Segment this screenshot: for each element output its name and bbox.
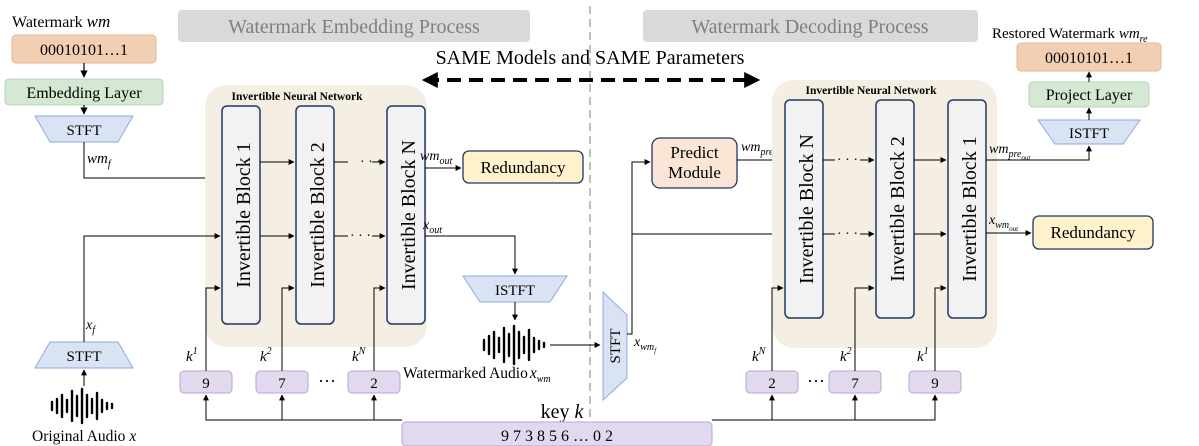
invertible-block-n-left	[386, 105, 426, 325]
path-to-predict	[627, 159, 651, 335]
wmf-path	[83, 142, 221, 181]
embedding-header-box	[178, 10, 530, 42]
project-layer-label: Project Layer	[1046, 87, 1133, 104]
key-label-left-n: kN	[352, 346, 367, 365]
invertible-block-1-right	[947, 99, 987, 319]
stft-decoder-shape	[602, 290, 628, 402]
block-1-right-label: Invertible Block 1	[959, 136, 981, 282]
key-value-right-2: 7	[851, 376, 859, 392]
wm-pre-out-path	[986, 145, 1092, 161]
key-path-right-1	[934, 285, 947, 371]
restored-watermark-label: Restored Watermark wmre	[992, 26, 1148, 45]
redundancy-box-left	[462, 150, 584, 184]
key-sequence-box	[401, 421, 713, 446]
predict-module-box	[651, 137, 738, 189]
stft-top-label: STFT	[66, 123, 101, 139]
key-sequence: 9 7 3 8 5 6 … 0 2	[501, 428, 613, 445]
key-label-left-2: k2	[260, 346, 272, 365]
restored-bits-box	[1016, 42, 1162, 72]
key-value-left-2: 7	[278, 376, 286, 392]
key-value-right-1: 9	[931, 376, 939, 392]
stft-top-shape	[34, 115, 134, 143]
redundancy-left-label: Redundancy	[481, 158, 566, 177]
x-out-label: xout	[422, 218, 442, 236]
istft-right-label: ISTFT	[1069, 126, 1109, 142]
restored-bits: 00010101…1	[1045, 50, 1133, 67]
xf-path	[83, 233, 221, 342]
key-value-left-n: 2	[370, 376, 378, 392]
invertible-block-2-left	[295, 105, 335, 325]
embedding-header: Watermark Embedding Process	[228, 16, 480, 38]
redundancy-right-label: Redundancy	[1051, 223, 1136, 242]
wm-pre-out-label: wmpreout	[989, 142, 1031, 162]
decoding-header: Watermark Decoding Process	[691, 16, 928, 38]
key-bus-right	[712, 394, 938, 421]
key-label-right-2: k2	[840, 346, 852, 365]
key-label-right-1: k1	[917, 346, 929, 365]
key-value-right-n: 2	[768, 376, 776, 392]
dots-left-bottom: · · ·	[350, 229, 371, 244]
dots-left-top: · · ·	[360, 155, 381, 170]
stft-decoder-label: STFT	[608, 328, 624, 363]
redundancy-box-right	[1032, 215, 1154, 250]
x-wm-out-label: xwmout	[988, 213, 1019, 233]
block-n-left-label: Invertible Block N	[398, 140, 420, 290]
dots-right-top: · · ·	[837, 153, 858, 168]
stft-bottom-label: STFT	[66, 349, 101, 365]
key-path-left-n	[373, 285, 386, 371]
original-audio-waveform-icon	[50, 387, 114, 425]
key-value-left-1: 9	[202, 376, 210, 392]
shared-parameters-note: SAME Models and SAME Parameters	[436, 47, 745, 69]
invertible-block-n-right	[784, 99, 824, 319]
invertible-block-1-left	[221, 105, 261, 325]
key-label-left-1: k1	[186, 346, 198, 365]
decoding-header-box	[643, 10, 978, 42]
invertible-block-2-right	[875, 99, 915, 319]
istft-left-shape	[462, 275, 568, 303]
wm-out-label: wmout	[420, 149, 452, 167]
key-path-right-2	[854, 285, 875, 371]
key-bus-left	[203, 394, 402, 421]
key-label: key k	[541, 401, 585, 423]
wmf-label: wmf	[87, 151, 112, 170]
watermarked-audio-waveform-icon	[482, 324, 546, 366]
dots-right-bottom: · · ·	[837, 227, 858, 242]
xf-label: xf	[85, 318, 96, 336]
key-label-right-n: kN	[752, 346, 767, 365]
block-1-left-label: Invertible Block 1	[233, 142, 255, 288]
key-dots-right: ···	[807, 371, 825, 391]
original-audio-label: Original Audio x	[32, 428, 136, 445]
block-2-left-label: Invertible Block 2	[307, 142, 329, 288]
watermark-bits: 00010101…1	[40, 42, 128, 59]
block-2-right-label: Invertible Block 2	[887, 136, 909, 282]
path-to-inn-right	[631, 231, 786, 334]
key-dots-left: ···	[318, 371, 336, 391]
embedding-layer-label: Embedding Layer	[26, 85, 142, 102]
key-path-left-1	[205, 285, 221, 371]
istft-left-label: ISTFT	[495, 283, 535, 299]
predict-module-text: Predict Module	[668, 143, 721, 182]
key-path-left-2	[281, 285, 295, 371]
predict-module-text-inner: Predict Module	[668, 143, 721, 182]
x-wmf-label: xwmf	[633, 335, 657, 355]
block-n-right-label: Invertible Block N	[796, 134, 818, 284]
istft-right-shape	[1037, 119, 1141, 145]
inn-title-right: Invertible Neural Network	[806, 85, 938, 97]
xout-path	[425, 235, 518, 275]
wm-pre-label: wmpre	[741, 140, 774, 158]
stft-bottom-shape	[34, 341, 134, 369]
inn-title-left: Invertible Neural Network	[232, 91, 364, 103]
key-path-right-n	[771, 285, 784, 371]
watermark-input-label: Watermark wm	[12, 12, 110, 31]
